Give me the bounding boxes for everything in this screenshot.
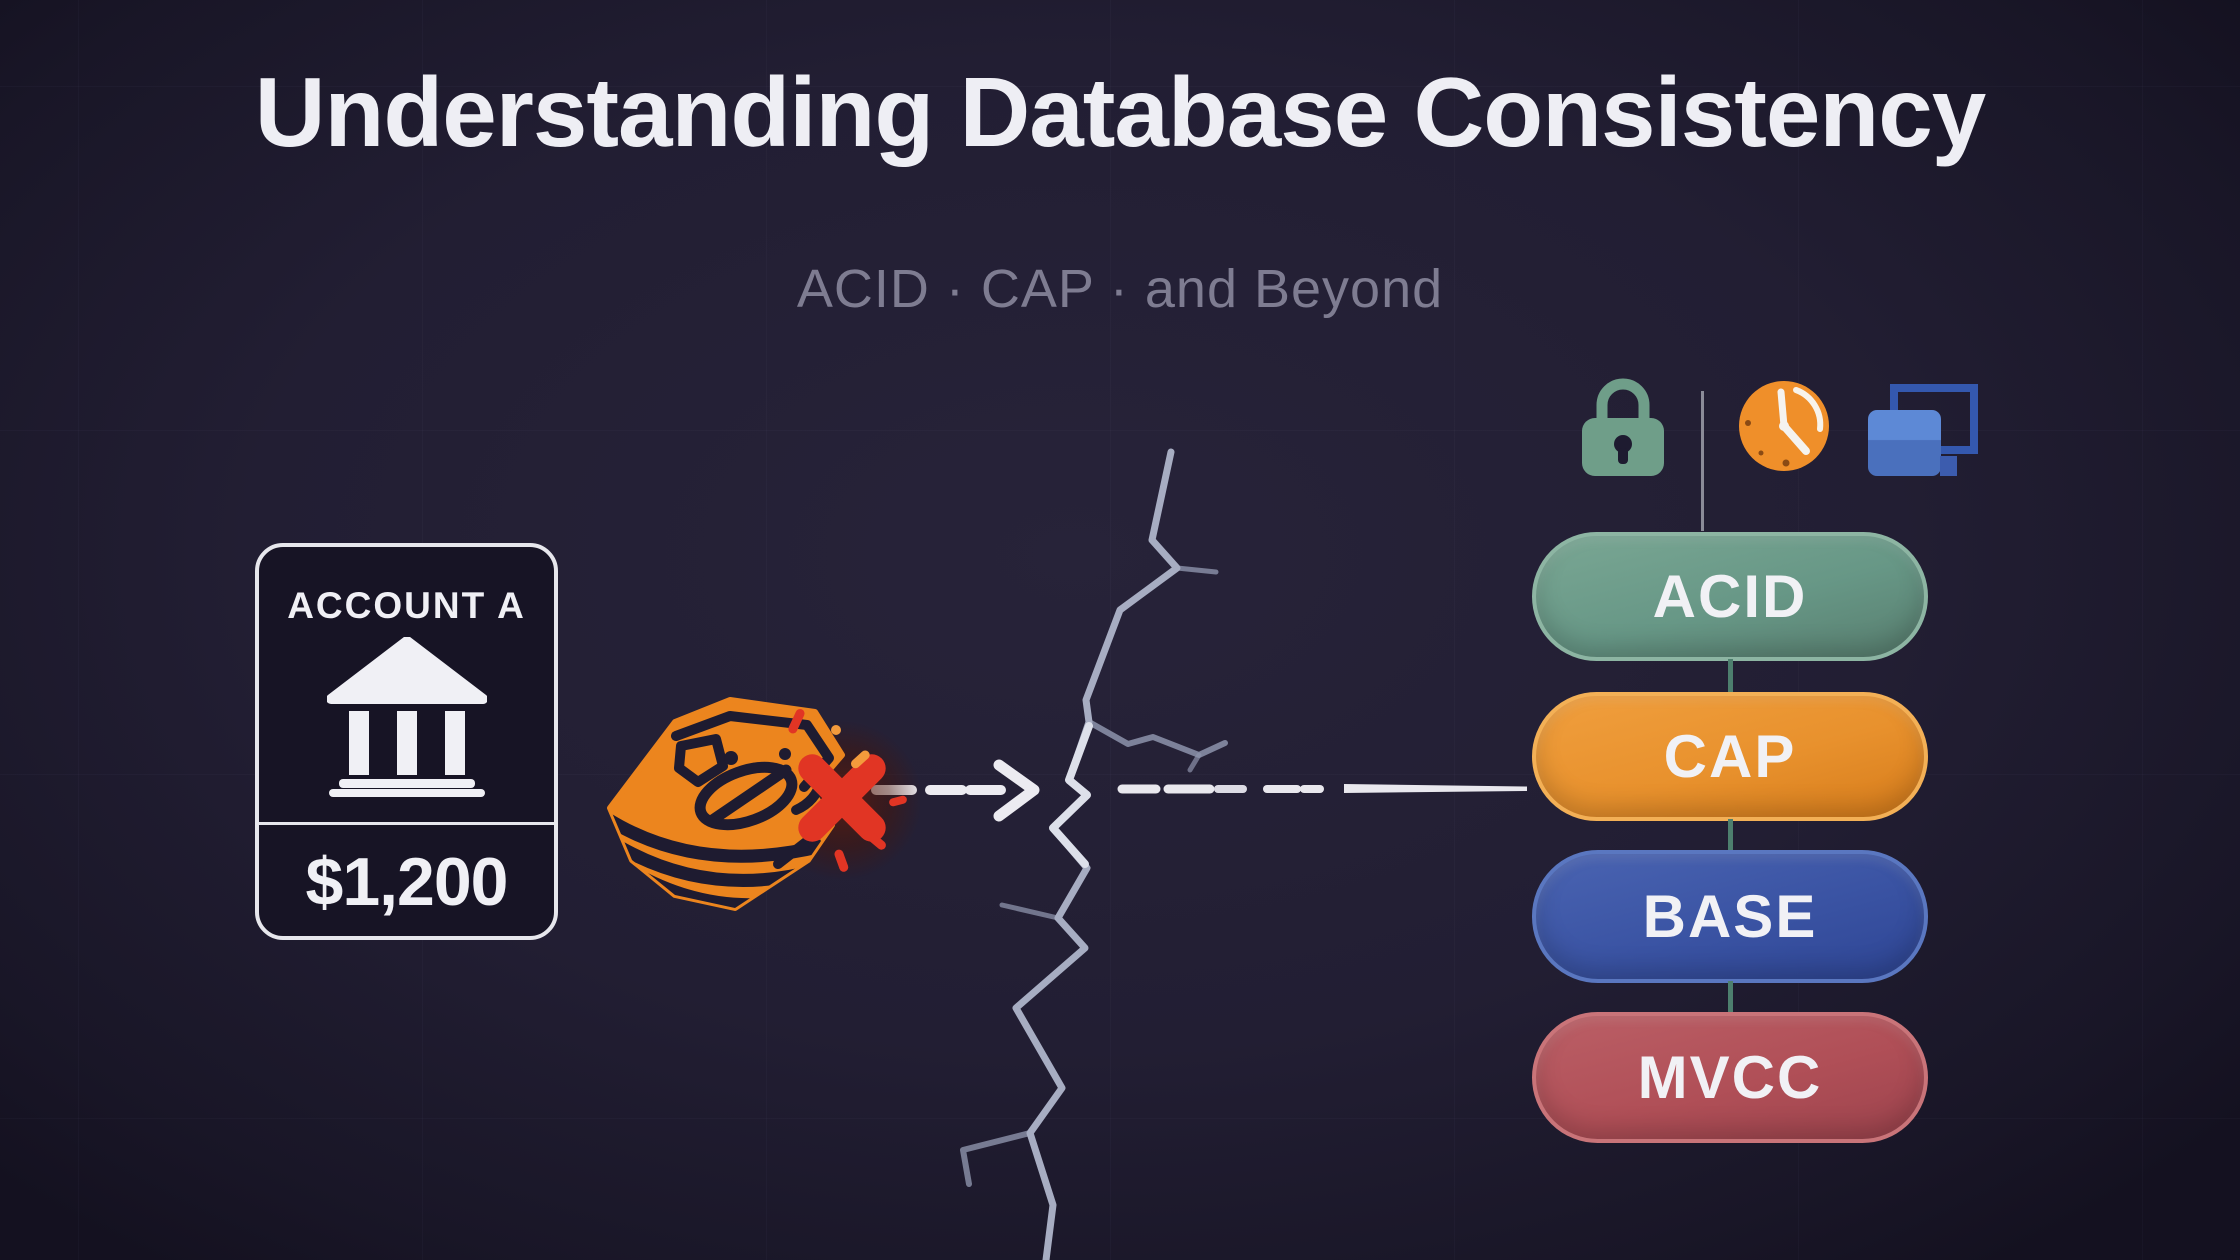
- timeline-drop-line: [1701, 391, 1704, 531]
- page-title: Understanding Database Consistency: [254, 57, 1986, 167]
- clock-icon: [1739, 381, 1829, 471]
- dashed-line-icon: [1117, 784, 1527, 794]
- failed-x-icon: [798, 754, 886, 842]
- account-balance: $1,200: [305, 844, 509, 920]
- concept-pill-cap: CAP: [1532, 692, 1928, 821]
- concept-pill-label: ACID: [1652, 563, 1808, 630]
- account-card-label: ACCOUNT A: [287, 585, 526, 626]
- concept-pill-label: CAP: [1663, 723, 1797, 790]
- concept-pill-label: BASE: [1642, 883, 1818, 950]
- page-subtitle: ACID · CAP · and Beyond: [796, 259, 1444, 319]
- pill-connector: [1728, 659, 1733, 695]
- pill-connector: [1728, 819, 1733, 853]
- layers-icon: [1868, 384, 1978, 476]
- concept-pill-mvcc: MVCC: [1532, 1012, 1928, 1143]
- concept-pill-acid: ACID: [1532, 532, 1928, 661]
- concept-pill-label: MVCC: [1637, 1044, 1823, 1111]
- card-divider: [259, 822, 554, 825]
- crumpled-money-icon: [607, 697, 920, 911]
- account-card: ACCOUNT A $1,200: [255, 543, 558, 940]
- pill-connector: [1728, 981, 1733, 1015]
- bank-icon: [326, 636, 488, 797]
- lock-icon: [1582, 378, 1664, 476]
- concept-pill-base: BASE: [1532, 850, 1928, 983]
